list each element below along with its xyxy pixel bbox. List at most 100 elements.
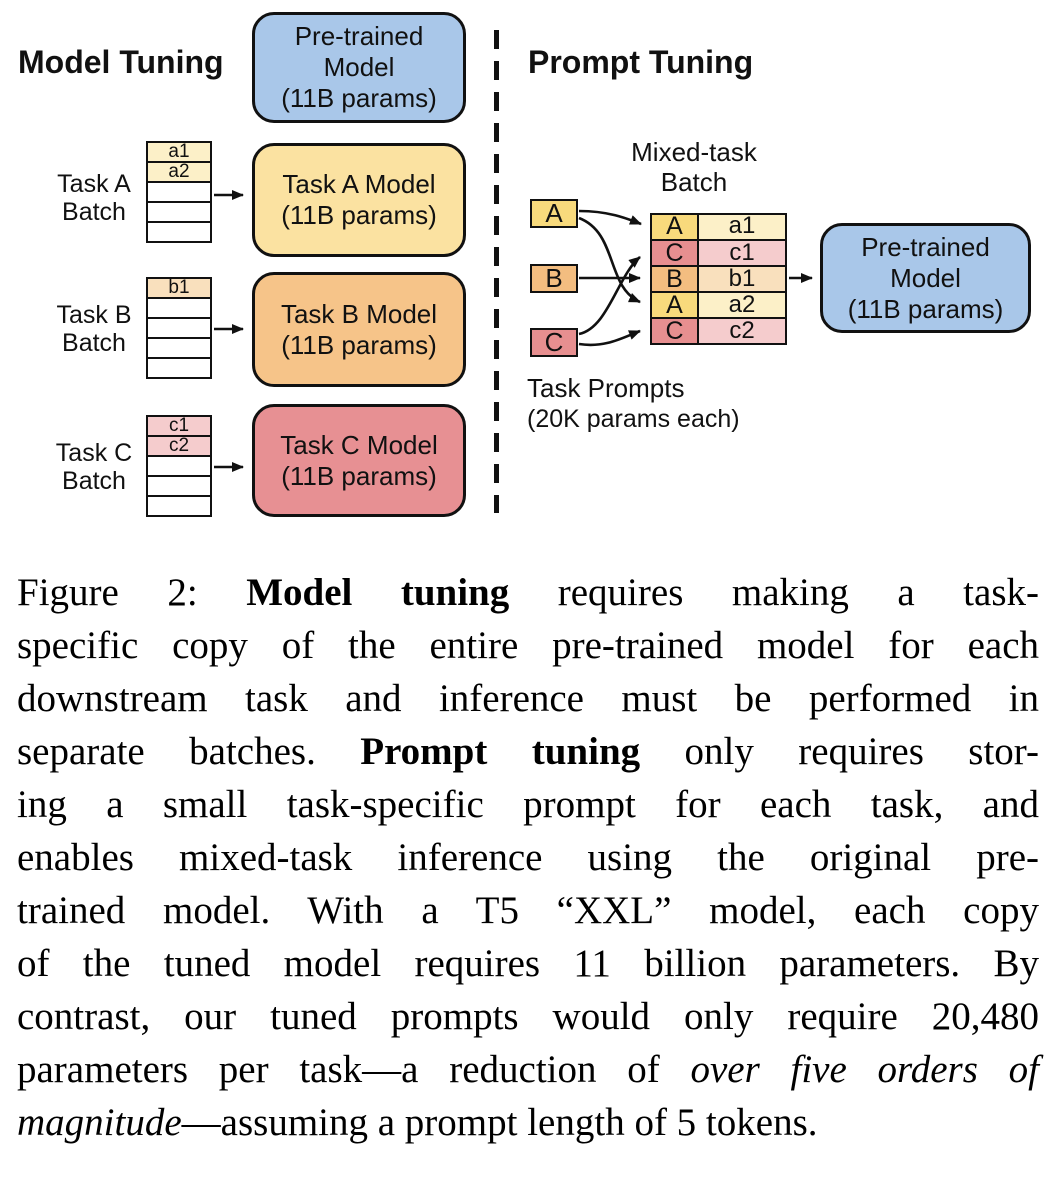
batch-cell-filled: b1 <box>148 278 210 297</box>
batch-cell-filled: c2 <box>148 435 210 455</box>
batch-label-line: Batch <box>62 329 126 357</box>
mixed-batch-item-cell: c1 <box>699 241 785 265</box>
batch-label-line: Task C <box>55 439 133 467</box>
caption-segment: Model tuning <box>246 571 510 614</box>
mixed-task-batch-label-line: Mixed-task <box>631 137 757 167</box>
batch-label-line: Batch <box>62 467 126 495</box>
caption-segment: trained model. With a T5 “XXL” model, ea… <box>17 889 1039 932</box>
caption-segment: over five orders of <box>690 1048 1039 1091</box>
caption-line: magnitude—assuming a prompt length of 5 … <box>17 1096 1039 1149</box>
mixed-batch-item-cell: a2 <box>699 293 785 317</box>
batch-cell-filled: c1 <box>148 416 210 435</box>
panel-divider-dashed-line <box>494 30 499 513</box>
task-prompt-b-box: B <box>530 263 578 293</box>
caption-segment: downstream task and inference must be pe… <box>17 677 1039 720</box>
caption-segment: separate batches. <box>17 730 361 773</box>
batch-cell-empty <box>148 475 210 495</box>
figure-caption: Figure 2: Model tuning requires making a… <box>17 566 1039 1149</box>
batch-cell-empty <box>148 495 210 515</box>
model-tuning-heading: Model Tuning <box>18 44 224 80</box>
caption-segment: only requires stor- <box>640 730 1039 773</box>
caption-line: ing a small task-specific prompt for eac… <box>17 778 1039 831</box>
task-c-batch-label: Task C Batch <box>38 439 150 495</box>
mixed-batch-task-cell: A <box>652 214 699 239</box>
task-prompts-label: Task Prompts (20K params each) <box>527 373 740 435</box>
caption-segment: —assuming a prompt length of 5 tokens. <box>181 1101 818 1144</box>
box-line: Pre-trained <box>861 231 990 262</box>
box-line: (11B params) <box>281 83 437 113</box>
caption-line: downstream task and inference must be pe… <box>17 672 1039 725</box>
figure-diagram: Model Tuning Prompt Tuning Pre-trained M… <box>0 0 1056 545</box>
mixed-batch-item-cell: a1 <box>699 214 785 239</box>
prompt-tuning-heading: Prompt Tuning <box>528 44 754 80</box>
task-a-model-box: Task A Model (11B params) <box>252 143 466 257</box>
mixed-batch-task-cell: C <box>652 241 699 266</box>
caption-line: separate batches. Prompt tuning only req… <box>17 725 1039 778</box>
box-line: Model <box>890 262 961 293</box>
box-line: (11B params) <box>281 460 437 491</box>
batch-cell-empty <box>148 221 210 241</box>
arrow-prompt-a-to-row4 <box>578 216 641 304</box>
caption-segment: of the tuned model requires 11 billion p… <box>17 942 1039 985</box>
task-b-model-box: Task B Model (11B params) <box>252 272 466 387</box>
caption-segment: Prompt tuning <box>360 730 641 773</box>
caption-segment: Figure 2: <box>17 571 247 614</box>
mixed-batch-item-cell: c2 <box>699 319 785 343</box>
caption-line: contrast, our tuned prompts would only r… <box>17 990 1039 1043</box>
batch-label-line: Task B <box>56 301 132 329</box>
box-line: Model <box>323 52 395 82</box>
task-c-model-box: Task C Model (11B params) <box>252 404 466 517</box>
batch-cell-empty <box>148 337 210 357</box>
caption-segment: requires making a task- <box>509 571 1039 614</box>
caption-segment: enables mixed-task inference using the o… <box>17 836 1039 879</box>
caption-segment: specific copy of the entire pre-trained … <box>17 624 1039 667</box>
batch-cell-empty <box>148 297 210 317</box>
mixed-batch-task-cell: B <box>652 267 699 292</box>
mixed-batch-task-cell: C <box>652 319 699 344</box>
batch-cell-empty <box>148 181 210 201</box>
caption-line: trained model. With a T5 “XXL” model, ea… <box>17 884 1039 937</box>
batch-label-line: Task A <box>57 170 131 198</box>
box-line: (11B params) <box>281 200 437 230</box>
caption-line: specific copy of the entire pre-trained … <box>17 619 1039 672</box>
box-line: Task A Model <box>282 169 436 199</box>
box-line: Task B Model <box>280 298 438 329</box>
caption-line: enables mixed-task inference using the o… <box>17 831 1039 884</box>
pretrained-model-box-left: Pre-trained Model (11B params) <box>252 12 466 123</box>
box-line: (11B params) <box>847 293 1004 324</box>
task-prompt-letter: B <box>545 263 563 293</box>
arrow-prompt-c-to-row2 <box>578 255 641 336</box>
task-prompt-letter: A <box>545 198 563 228</box>
box-line: Task C Model <box>280 429 438 460</box>
box-line: (11B params) <box>281 329 437 360</box>
task-a-batch-label: Task A Batch <box>38 170 150 226</box>
box-line: Pre-trained <box>294 21 424 51</box>
arrow-prompt-a-to-row1 <box>578 209 642 226</box>
caption-segment: magnitude <box>17 1101 182 1144</box>
batch-cell-filled: a2 <box>148 161 210 181</box>
caption-segment: ing a small task-specific prompt for eac… <box>17 783 1039 826</box>
mixed-task-batch-label-line: Batch <box>660 167 728 197</box>
caption-line: of the tuned model requires 11 billion p… <box>17 937 1039 990</box>
mixed-batch-item-cell: b1 <box>699 267 785 291</box>
arrows-layer <box>214 190 813 472</box>
caption-line: Figure 2: Model tuning requires making a… <box>17 566 1039 619</box>
arrow-prompt-c-to-row5 <box>578 329 641 347</box>
task-prompts-params-line: (20K params each) <box>527 405 740 433</box>
batch-cell-empty <box>148 455 210 475</box>
task-prompt-c-box: C <box>530 327 578 357</box>
batch-label-line: Batch <box>62 198 126 226</box>
task-b-batch-label: Task B Batch <box>38 301 150 357</box>
batch-cell-empty <box>148 201 210 221</box>
batch-cell-filled: a1 <box>148 142 210 161</box>
pretrained-model-box-right: Pre-trained Model (11B params) <box>820 223 1031 333</box>
caption-line: parameters per task—a reduction of over … <box>17 1043 1039 1096</box>
mixed-batch-task-cell: A <box>652 293 699 318</box>
